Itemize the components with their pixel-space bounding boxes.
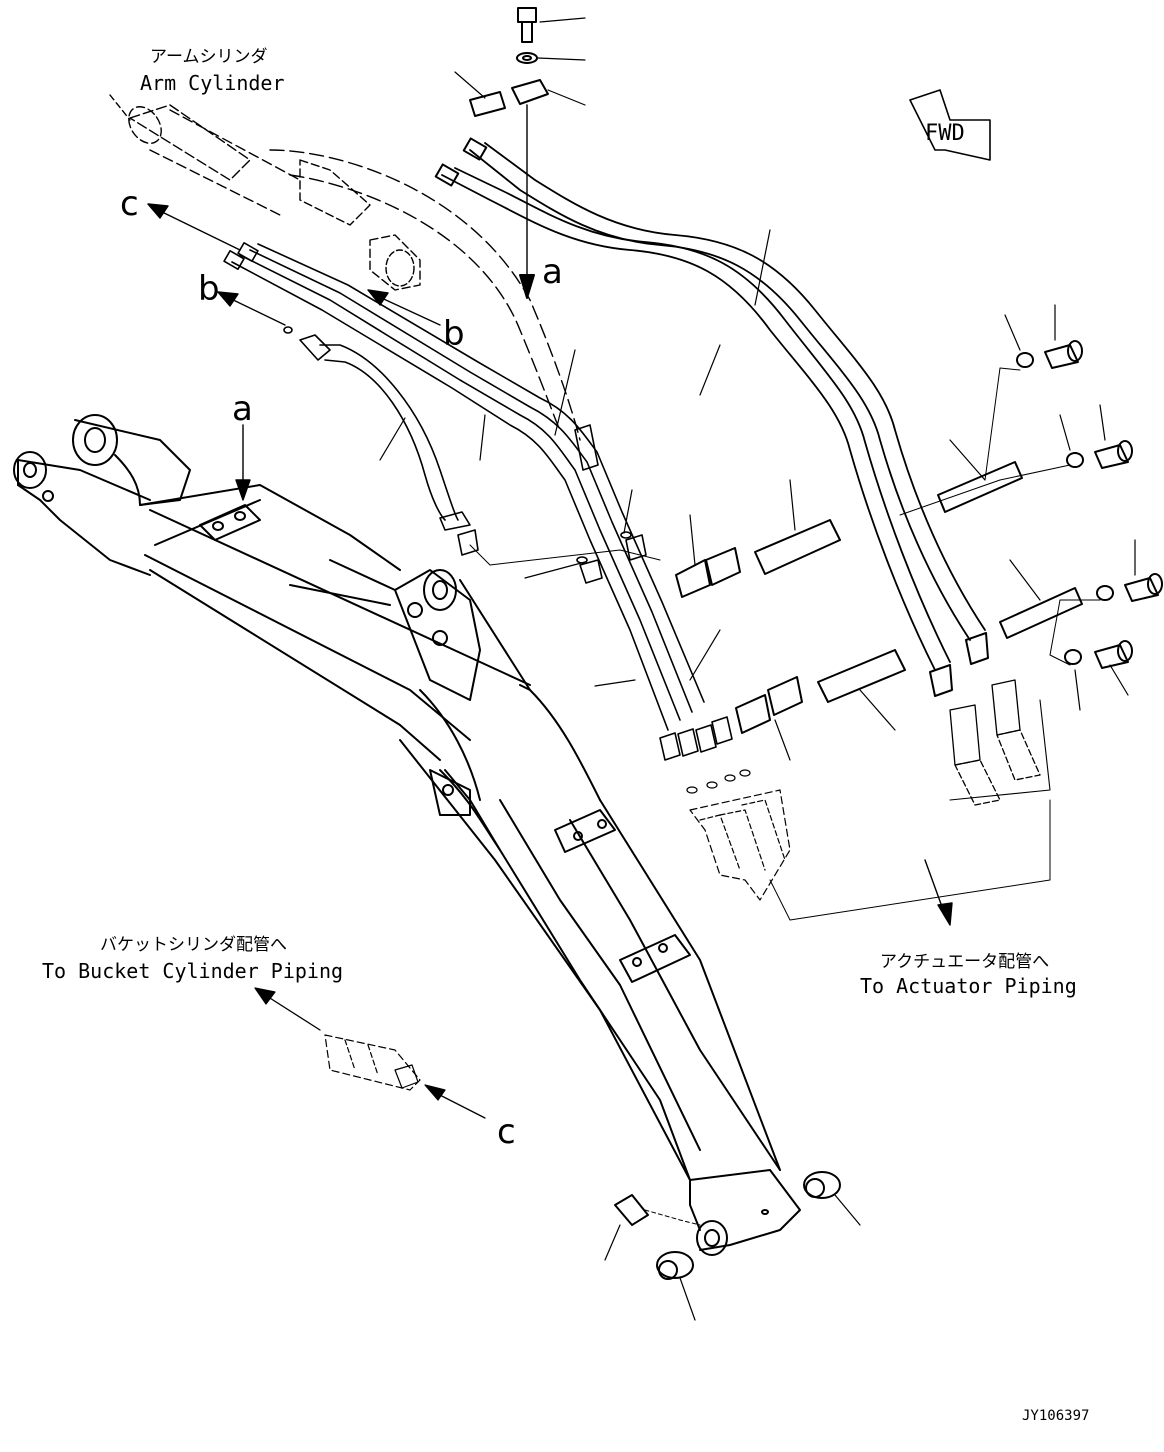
bucket-connector bbox=[254, 987, 486, 1119]
reference-arrows bbox=[147, 203, 953, 926]
hose-ends-center bbox=[686, 769, 1051, 921]
bucket-piping-label-ja: バケットシリンダ配管へ bbox=[100, 935, 287, 955]
long-pipes bbox=[434, 137, 989, 697]
actuator-piping-label-en: To Actuator Piping bbox=[860, 974, 1077, 998]
ref-a-top: a bbox=[542, 252, 563, 292]
arm-cylinder-label-ja: アームシリンダ bbox=[150, 47, 267, 67]
ref-b-right: b bbox=[443, 314, 465, 354]
drawing-id: JY106397 bbox=[1022, 1408, 1089, 1424]
bolts-right bbox=[899, 304, 1163, 711]
ref-b-left: b bbox=[198, 269, 220, 309]
hose-ends-right bbox=[949, 679, 1051, 806]
ref-a-arm: a bbox=[232, 389, 253, 429]
ref-c-top: c bbox=[120, 184, 139, 224]
actuator-piping-label-ja: アクチュエータ配管へ bbox=[880, 952, 1049, 972]
arm-hose bbox=[283, 326, 661, 566]
bushings bbox=[604, 1171, 861, 1321]
fwd-arrow: FWD bbox=[909, 89, 991, 161]
fwd-label: FWD bbox=[925, 121, 965, 146]
arm-cylinder bbox=[109, 94, 581, 441]
ref-c-bottom: c bbox=[497, 1112, 516, 1152]
pipe-bundle bbox=[223, 242, 733, 761]
labels: アームシリンダ Arm Cylinder バケットシリンダ配管へ To Buck… bbox=[42, 47, 1089, 1424]
arm-cylinder-label-en: Arm Cylinder bbox=[140, 71, 285, 95]
bucket-piping-label-en: To Bucket Cylinder Piping bbox=[42, 959, 343, 983]
clamp-brackets-right bbox=[675, 439, 1083, 761]
arm-body bbox=[13, 414, 801, 1256]
